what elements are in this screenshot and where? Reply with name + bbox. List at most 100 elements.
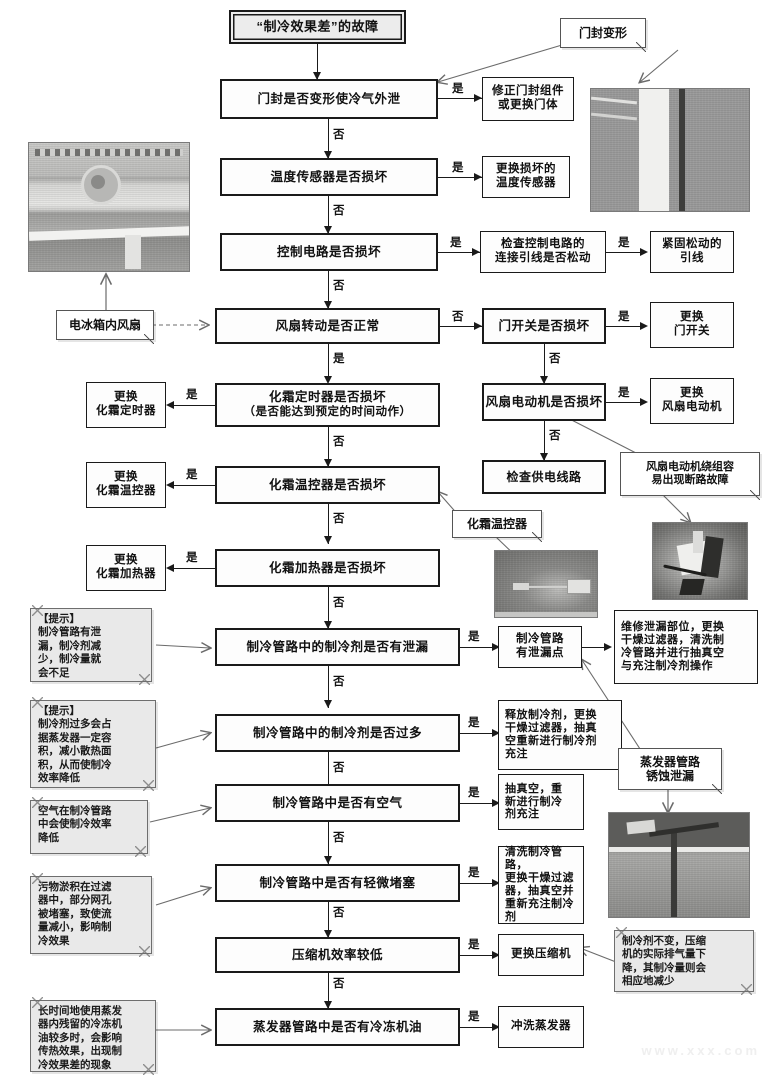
action-replace-defrost-thermostat: 更换 化霜温控器 [86, 462, 166, 508]
node-control-circuit-damaged: 控制电路是否损坏 [220, 233, 438, 271]
edge-label-yes-4: 是 [618, 237, 630, 249]
node-door-seal-deformed: 门封是否变形使冷气外泄 [220, 79, 438, 119]
node-door-switch-damaged: 门开关是否损坏 [482, 308, 606, 344]
edge-a3-a4-arrow [640, 248, 648, 256]
edge-d4-d5 [440, 326, 482, 328]
edge-d13-d14-arrow [324, 930, 332, 938]
edge-d14-d15 [328, 973, 330, 1009]
tip-residual-oil: 长时间地使用蒸发 器内残留的冷冻机 油较多时，会影响 传热效果，出现制 冷效果差… [30, 997, 156, 1075]
photo-fan-motor [652, 522, 748, 600]
edge-d1-d2 [328, 119, 330, 159]
edge-d4-d7-arrow [324, 376, 332, 384]
node-compressor-low-efficiency: 压缩机效率较低 [215, 937, 460, 973]
edge-label-yes-7: 是 [333, 353, 345, 365]
edge-d6-a6 [606, 402, 646, 404]
edge-d12-d13 [328, 822, 330, 864]
edge-start-d1 [317, 44, 319, 79]
action-fix-door-seal: 修正门封组件 或更换门体 [482, 77, 574, 121]
edge-label-yes-14: 是 [468, 867, 480, 879]
action-refrigerant-leak-point: 制冷管路 有泄漏点 [498, 626, 582, 668]
edge-label-no-4: 否 [452, 311, 464, 323]
edge-a11-a12 [582, 647, 610, 649]
action-release-refrigerant-recharge: 释放制冷剂，更换 干燥过滤器，抽真 空重新进行制冷剂 充注 [498, 700, 622, 770]
edge-label-yes-9: 是 [186, 469, 198, 481]
edge-d3-a3-arrow [472, 248, 480, 256]
edge-d12-d13-arrow [324, 856, 332, 864]
edge-d15-a17-arrow [492, 1023, 500, 1031]
node-refrigerant-excess: 制冷管路中的制冷剂是否过多 [215, 714, 460, 752]
action-replace-compressor: 更换压缩机 [498, 934, 584, 976]
edge-a3-a4 [606, 252, 646, 254]
edge-d1-a1 [438, 98, 482, 100]
action-tighten-wires: 紧固松动的 引线 [650, 231, 734, 273]
action-replace-defrost-heater: 更换 化霜加热器 [86, 545, 166, 591]
edge-d4-d5-arrow [474, 322, 482, 330]
tip-refrigerant-excess: 【提示】 制冷剂过多会占 据蒸发器一定容 积，减小散热面 积，从而使制冷 效率降… [30, 697, 156, 791]
edge-d9-a10-arrow [166, 564, 174, 572]
edge-label-yes-8: 是 [186, 389, 198, 401]
edge-d6-a7-arrow [540, 453, 548, 461]
note-fan-motor-winding-fault: 风扇电动机绕组容 易出现断路故障 [620, 452, 760, 500]
edge-label-yes-16: 是 [468, 1011, 480, 1023]
edge-d8-d9-arrow [324, 536, 332, 544]
edge-d5-a5-arrow [640, 322, 648, 330]
node-fan-motor-damaged: 风扇电动机是否损坏 [482, 383, 606, 421]
edge-label-yes-3: 是 [450, 237, 462, 249]
edge-label-yes-11: 是 [468, 631, 480, 643]
edge-label-no-6: 否 [549, 430, 561, 442]
action-replace-fan-motor: 更换 风扇电动机 [650, 378, 734, 424]
edge-d11-d12 [328, 752, 330, 794]
edge-d9-d10 [328, 587, 330, 629]
watermark: www.xxx.com [641, 1043, 760, 1058]
edge-d2-d3 [328, 196, 330, 234]
edge-d8-a9-arrow [166, 481, 174, 489]
node-slight-blockage: 制冷管路中是否有轻微堵塞 [215, 864, 460, 902]
note-fridge-internal-fan: 电冰箱内风扇 [56, 310, 154, 344]
edge-d5-a5 [606, 326, 646, 328]
tip-refrigerant-leak: 【提示】 制冷管路有泄 漏，制冷剂减 少，制冷量就 会不足 [30, 605, 152, 685]
edge-d9-d10-arrow [324, 621, 332, 629]
edge-label-no-8: 否 [333, 513, 345, 525]
edge-label-no-10: 否 [333, 676, 345, 688]
edge-d11-a13-arrow [492, 729, 500, 737]
edge-a11-a12-arrow [604, 643, 612, 651]
node-temp-sensor-damaged: 温度传感器是否损坏 [220, 158, 438, 196]
action-repair-leak-recharge: 维修泄漏部位，更换 干燥过滤器，清洗制 冷管路并进行抽真空 与充注制冷剂操作 [614, 610, 758, 684]
edge-d10-d11-arrow [324, 700, 332, 708]
edge-label-yes-15: 是 [468, 939, 480, 951]
note-defrost-thermostat: 化霜温控器 [452, 510, 542, 542]
edge-d12-a14 [460, 803, 498, 805]
edge-d13-a15 [460, 883, 498, 885]
edge-d10-a11-arrow [492, 643, 500, 651]
edge-d13-a15-arrow [492, 879, 500, 887]
edge-d5-d6 [544, 344, 546, 384]
edge-label-yes-2: 是 [452, 162, 464, 174]
edge-d1-a1-arrow [474, 94, 482, 102]
edge-label-no-9: 否 [333, 597, 345, 609]
edge-d7-d8 [328, 427, 330, 467]
action-vacuum-recharge: 抽真空，重 新进行制冷 剂充注 [498, 774, 584, 830]
edge-d2-a2 [438, 177, 482, 179]
edge-label-yes: 是 [452, 83, 464, 95]
tip-filter-blockage: 污物淤积在过滤 器中，部分网孔 被堵塞，致使流 量减小，影响制 冷效果 [30, 873, 152, 957]
edge-label-no-5: 否 [549, 353, 561, 365]
action-replace-door-switch: 更换 门开关 [650, 302, 734, 348]
node-defrost-heater-damaged: 化霜加热器是否损坏 [215, 549, 440, 587]
action-replace-temp-sensor: 更换损坏的 温度传感器 [482, 156, 570, 198]
edge-d3-a3 [438, 252, 480, 254]
edge-label-yes-13: 是 [468, 787, 480, 799]
edge-label-no-13: 否 [333, 907, 345, 919]
photo-door-seal-deformed [590, 88, 750, 212]
tip-air-reduces-efficiency: 空气在制冷管路 中会使制冷效率 降低 [30, 797, 148, 857]
edge-d10-d11 [328, 666, 330, 708]
note-door-seal-deformed: 门封变形 [560, 18, 646, 52]
edge-d10-a11 [460, 647, 498, 649]
edge-d3-d4 [328, 271, 330, 309]
edge-d9-a10 [174, 568, 215, 570]
edge-d3-d4-arrow [324, 301, 332, 309]
node-defrost-timer-line2: （是否能达到预定的时间动作） [243, 406, 412, 419]
photo-refrigerator-fan [28, 142, 190, 272]
edge-d6-a7 [544, 421, 546, 461]
node-compressor-oil-in-evaporator: 蒸发器管路中是否有冷冻机油 [215, 1008, 460, 1046]
edge-label-no-3: 否 [333, 280, 345, 292]
